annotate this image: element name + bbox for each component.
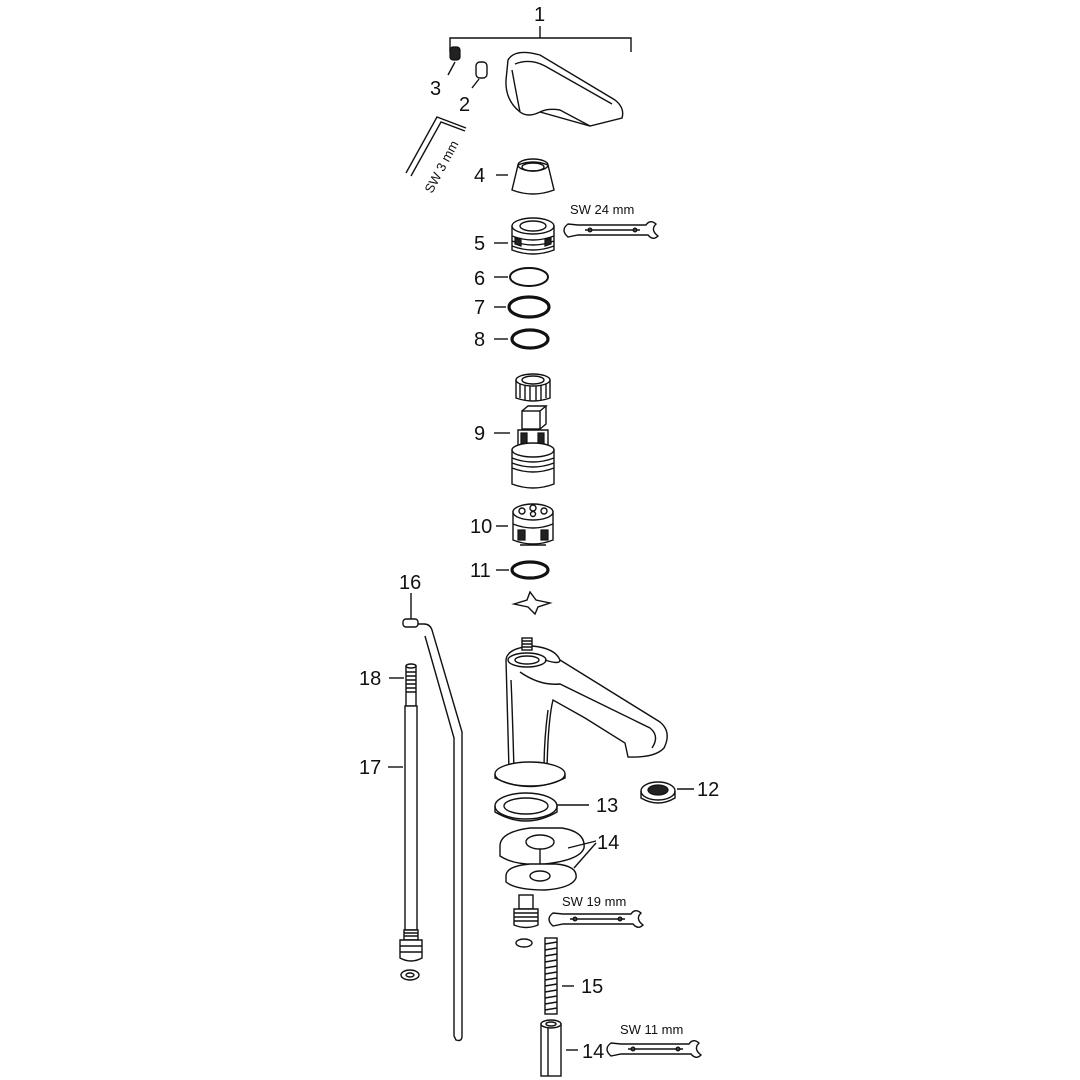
label-9: 9 <box>474 423 485 445</box>
part-14-fixing-plates <box>499 827 597 891</box>
label-7: 7 <box>474 297 485 319</box>
wrench-19-icon <box>548 910 645 928</box>
part-6-o-ring <box>494 267 549 287</box>
label-2: 2 <box>459 94 470 116</box>
part-3-grub-screw <box>447 46 461 76</box>
part-9-cartridge <box>494 405 555 489</box>
part-2-pin <box>471 61 488 89</box>
part-11-seal <box>496 560 550 580</box>
mixer-body <box>494 637 668 788</box>
part-17-18-supply-hose <box>388 663 423 981</box>
star-clip <box>511 590 553 616</box>
hex-key-tool <box>405 116 467 177</box>
part-14-hex-sleeve <box>540 1019 578 1077</box>
label-16: 16 <box>399 572 421 594</box>
label-8: 8 <box>474 329 485 351</box>
knurled-adapter <box>515 373 551 402</box>
fixing-nut <box>513 894 539 948</box>
part-1-handle <box>449 26 632 127</box>
part-10-cartridge-base <box>496 503 554 546</box>
wrench-11-icon <box>606 1040 703 1058</box>
label-5: 5 <box>474 233 485 255</box>
label-14-sleeve: 14 <box>582 1041 604 1063</box>
label-4: 4 <box>474 165 485 187</box>
part-4-cover-cap <box>496 158 555 195</box>
part-13-gasket <box>494 792 589 822</box>
part-16-lift-rod <box>402 593 463 1042</box>
part-12-aerator <box>640 781 694 804</box>
label-10: 10 <box>470 516 492 538</box>
wrench-19-label: SW 19 mm <box>562 894 626 909</box>
label-18: 18 <box>359 668 381 690</box>
label-12: 12 <box>697 779 719 801</box>
label-17: 17 <box>359 757 381 779</box>
part-8-o-ring <box>494 328 550 350</box>
label-15: 15 <box>581 976 603 998</box>
wrench-24-label: SW 24 mm <box>570 202 634 217</box>
label-13: 13 <box>596 795 618 817</box>
part-15-threaded-rod <box>544 937 574 1015</box>
part-5-nut <box>494 217 555 255</box>
label-6: 6 <box>474 268 485 290</box>
wrench-11-label: SW 11 mm <box>620 1022 683 1037</box>
part-7-o-ring <box>494 295 551 319</box>
label-14-plates: 14 <box>597 832 619 854</box>
label-1: 1 <box>534 4 545 26</box>
wrench-24-icon <box>563 221 660 239</box>
label-3: 3 <box>430 78 441 100</box>
label-11: 11 <box>470 560 491 582</box>
